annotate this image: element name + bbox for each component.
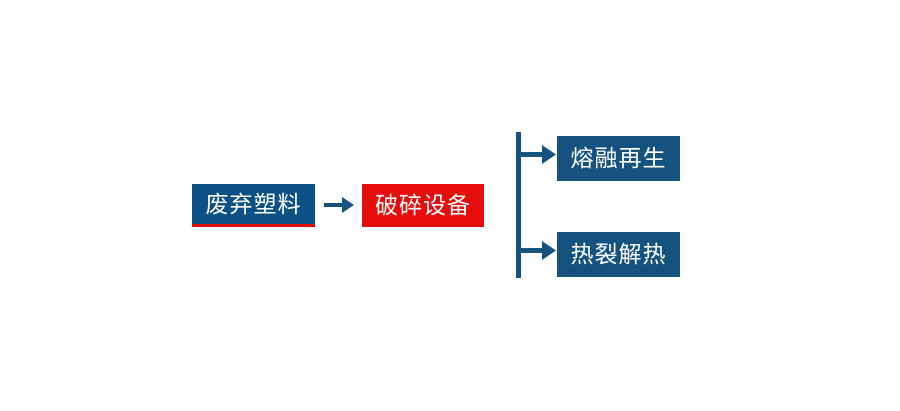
branch-split-icon bbox=[506, 126, 562, 282]
node-waste-plastic[interactable]: 废弃塑料 bbox=[192, 184, 315, 227]
node-pyrolysis-heat-label: 热裂解热 bbox=[570, 241, 667, 267]
node-crushing-equipment-label: 破碎设备 bbox=[375, 192, 471, 218]
node-waste-plastic-label: 废弃塑料 bbox=[205, 190, 302, 217]
node-crushing-equipment[interactable]: 破碎设备 bbox=[362, 184, 484, 227]
node-melt-regeneration[interactable]: 熔融再生 bbox=[557, 136, 680, 181]
arrow-right-glyph bbox=[324, 197, 354, 213]
branch-split-glyph bbox=[516, 132, 556, 278]
node-melt-regeneration-label: 熔融再生 bbox=[570, 145, 667, 171]
arrow-right-icon bbox=[322, 190, 356, 220]
node-pyrolysis-heat[interactable]: 热裂解热 bbox=[557, 232, 680, 277]
